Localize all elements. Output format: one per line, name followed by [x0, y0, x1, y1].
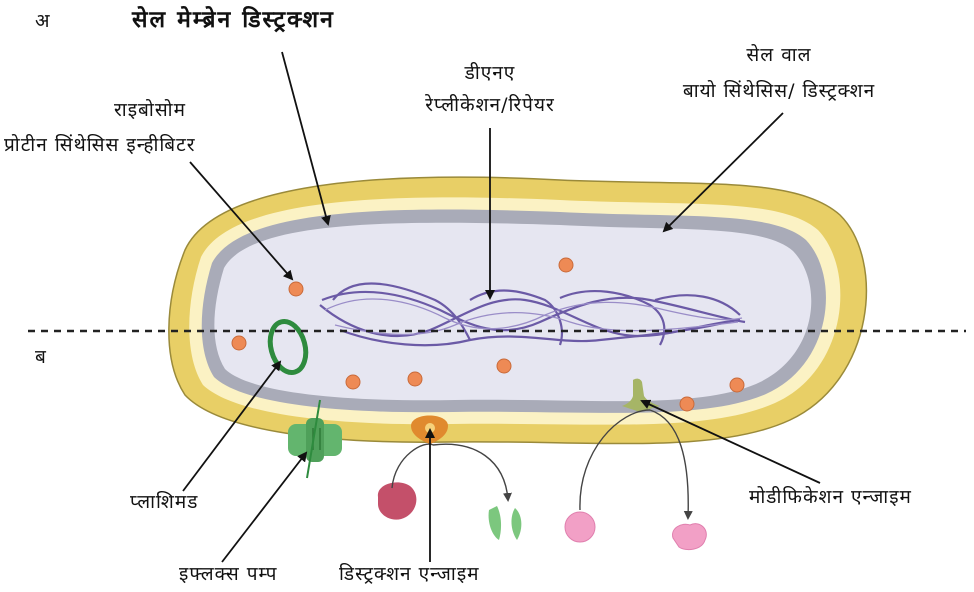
ribosome	[408, 372, 422, 386]
part-a-label: अ	[35, 10, 51, 32]
ribosome	[680, 397, 694, 411]
ribosome-label-line1: राइबोसोम	[114, 99, 186, 121]
cell-wall-label-line2: बायो सिंथेसिस/ डिस्ट्रक्शन	[683, 80, 875, 102]
antibiotic-molecule-modified	[673, 524, 707, 550]
ribosome	[289, 282, 303, 296]
antibiotic-fragment-right	[511, 508, 521, 540]
antibiotic-molecule	[565, 512, 595, 542]
ribosome	[559, 258, 573, 272]
efflux-pump-label: इफ्लक्स पम्प	[179, 563, 277, 585]
ribosome	[497, 359, 511, 373]
ribosome	[730, 378, 744, 392]
cell-membrane-label: सेल मेम्ब्रेन डिस्ट्रक्शन	[132, 9, 335, 31]
part-b-label: ब	[35, 346, 47, 368]
antibiotic-fragment-left	[489, 506, 501, 540]
process-arrow	[392, 444, 433, 488]
ribosome	[232, 336, 246, 350]
antibiotic-molecule-intact	[378, 482, 417, 519]
process-arrow	[433, 444, 508, 500]
ribosome	[346, 375, 360, 389]
cell-wall-label-line1: सेल वाल	[746, 44, 811, 66]
arrow-efflux-pump	[222, 453, 306, 562]
dna-label-line1: डीएनए	[465, 62, 516, 84]
plasmid-label: प्लाशिमड	[130, 491, 198, 513]
dna-label-line2: रेप्लीकेशन/रिपेयर	[425, 94, 555, 116]
modification-enzyme-label: मोडीफिकेशन एन्जाइम	[749, 486, 912, 508]
destruction-enzyme-label: डिस्ट्रक्शन एन्जाइम	[339, 563, 480, 585]
ribosome-label-line2: प्रोटीन सिंथेसिस इन्हीबिटर	[4, 134, 196, 156]
